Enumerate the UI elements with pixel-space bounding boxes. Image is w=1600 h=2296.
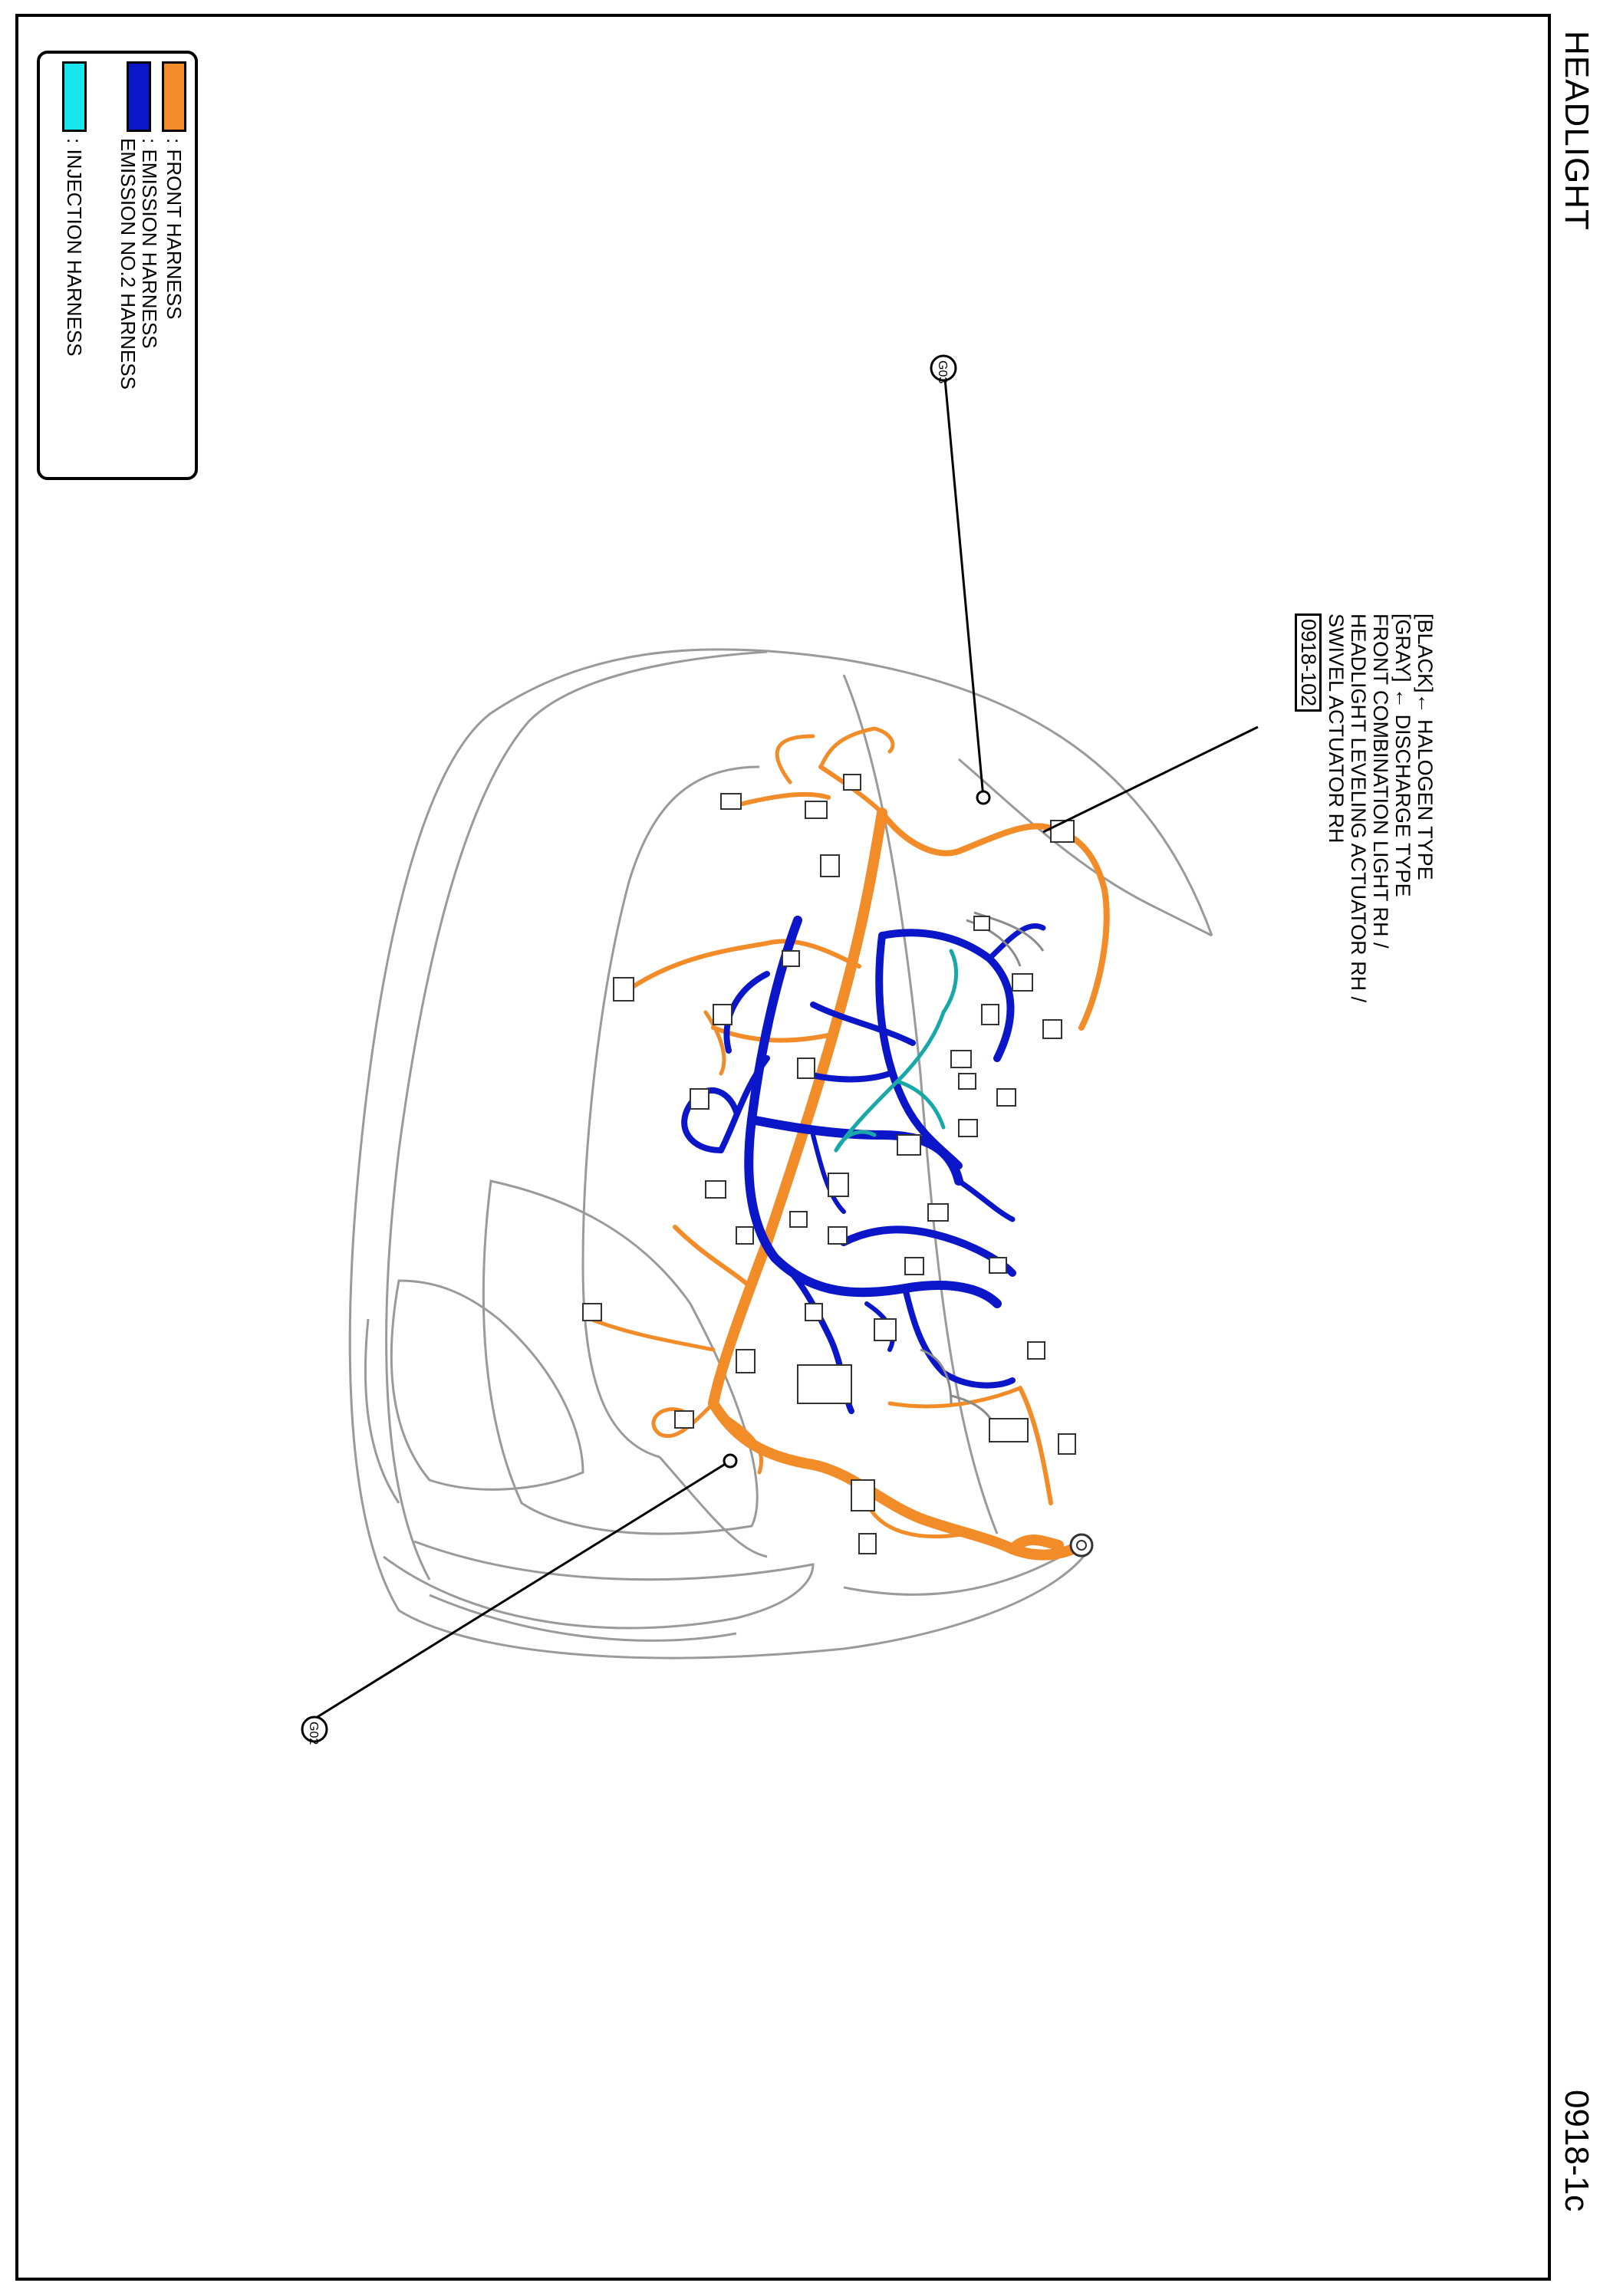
vehicle-outline: [348, 648, 1213, 1660]
leader-lines: [315, 378, 1259, 1719]
page-border: [15, 14, 1551, 2281]
ground-point-g02: [723, 1453, 738, 1469]
ground-label: G02: [307, 1722, 320, 1745]
injection-harness: [834, 949, 959, 1153]
ground-label: G03: [936, 360, 949, 383]
emission-harness: [681, 916, 1046, 1414]
ground-marker: [930, 354, 957, 382]
grommet: [1069, 1533, 1094, 1558]
grommet-inner: [1076, 1540, 1087, 1551]
ground-g03: G03: [930, 354, 957, 383]
ground-point-g03: [976, 790, 991, 805]
ground-g02: G02: [301, 1715, 328, 1745]
ground-marker: [301, 1715, 328, 1743]
front-harness: [588, 726, 1110, 1561]
sensor-wires: [920, 911, 1045, 1442]
connectors: [582, 774, 1076, 1554]
